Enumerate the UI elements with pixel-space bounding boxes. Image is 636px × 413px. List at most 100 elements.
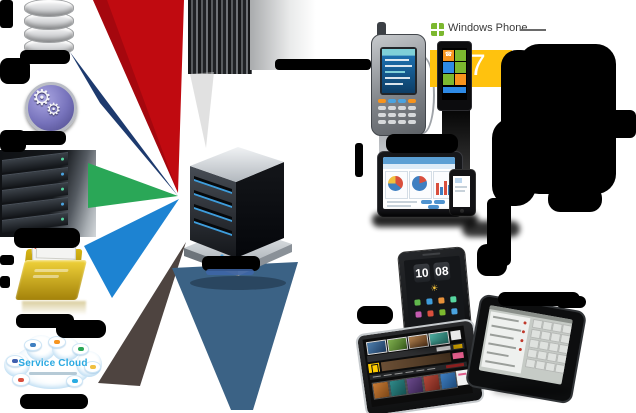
handheld-key [378, 106, 386, 110]
media-tablet-screen [362, 325, 473, 408]
screen-panel [450, 330, 462, 341]
gear-large-icon: ⚙ [32, 85, 52, 110]
contacts-screen [478, 305, 573, 385]
handheld-lcd [382, 49, 415, 93]
phone-text-line [455, 186, 467, 188]
dashboard-button [434, 200, 445, 204]
illegible-label-blob [386, 134, 458, 153]
illegible-label-blob [0, 276, 10, 288]
contact-photo [556, 353, 568, 365]
tablet-shadow [372, 213, 478, 227]
app-icon [426, 298, 433, 305]
handheld-key [408, 120, 416, 124]
contact-photo [561, 324, 573, 335]
wp7-banner-number: 7 [469, 49, 486, 82]
wp7-tile [455, 50, 466, 61]
handheld-function-key [388, 99, 396, 103]
handheld-key [388, 106, 396, 110]
wp7-tile [443, 87, 466, 93]
handheld-menu-line [385, 77, 410, 79]
windows-phone-logo-text: Windows Phone [448, 22, 528, 34]
handheld-menu-line [385, 71, 405, 73]
ray-blue [84, 199, 179, 298]
server-rack-photo [0, 150, 96, 237]
illegible-label-blob [206, 269, 254, 275]
pie-chart [412, 176, 427, 191]
wp7-screen: ☎ [442, 48, 467, 100]
service-cloud: Service Cloud [4, 333, 102, 397]
handheld-screen [380, 47, 417, 95]
partner-mini-cloud [6, 355, 24, 367]
background-photo-fade [250, 0, 316, 70]
handheld-key [378, 113, 386, 117]
pie-chart [388, 176, 403, 191]
contact-photo [559, 333, 572, 345]
illegible-label-blob [14, 228, 80, 248]
pink-tag [452, 351, 465, 360]
handheld-key [408, 113, 416, 117]
dashboard-pie-card [409, 171, 432, 199]
server-slot-led [194, 193, 232, 208]
gear-small-icon: ⚙ [46, 100, 62, 119]
partner-mini-cloud [24, 339, 42, 351]
windows-flag-icon [431, 23, 444, 36]
handheld-key [398, 120, 406, 124]
server-slot-led [194, 179, 232, 194]
clock-minutes: 08 [433, 261, 451, 281]
phone-screen-widget [455, 178, 462, 183]
service-cloud-label: Service Cloud [18, 358, 88, 369]
illegible-label-blob [355, 143, 363, 177]
app-icon [450, 296, 457, 303]
illegible-label-blob [275, 59, 371, 70]
dashboard-text-line [387, 205, 411, 207]
dashboard-header [383, 157, 455, 164]
wp7-tile [455, 62, 466, 73]
ray-navy [70, 52, 178, 196]
illegible-label-blob [8, 131, 66, 145]
server-shadow [190, 276, 286, 290]
server-slot-led [194, 207, 232, 222]
handheld-key [378, 120, 386, 124]
app-icon [439, 309, 446, 316]
handheld-antenna [377, 22, 386, 38]
server-top-face [190, 147, 284, 182]
companion-phone-screen [453, 176, 470, 207]
illegible-label-blob [202, 256, 260, 271]
illegible-label-blob [492, 118, 536, 206]
handheld-function-key [398, 99, 406, 103]
service-cloud-tagline [29, 372, 77, 375]
server-slot-led [194, 221, 232, 236]
partner-mini-cloud [12, 373, 30, 386]
handheld-key [408, 106, 416, 110]
illegible-label-blob [0, 255, 14, 265]
handheld-menu-line [385, 83, 403, 85]
illegible-label-blob [20, 394, 88, 409]
handheld-function-key [408, 99, 416, 103]
handheld-key [398, 113, 406, 117]
illegible-label-blob [20, 50, 70, 64]
ray-taupe [98, 242, 186, 386]
illegible-label-blob [0, 0, 13, 28]
database-layer [24, 0, 74, 17]
handheld-menu-line [385, 65, 412, 67]
dashboard-toolbar [383, 164, 455, 169]
photo-shadow-wedge [190, 72, 214, 148]
app-icon [451, 308, 458, 315]
handheld-key [388, 113, 396, 117]
dashboard-button [428, 205, 439, 209]
server-right-face [236, 162, 284, 258]
folders-icon [15, 242, 88, 315]
bar [436, 183, 439, 195]
app-icon [415, 311, 422, 318]
phone-text-line [455, 190, 465, 192]
illegible-label-blob [548, 186, 602, 212]
app-icon [427, 310, 434, 317]
natgeo-logo [367, 362, 381, 374]
bar [444, 181, 447, 195]
dashboard-screen [383, 157, 455, 209]
handheld-key [388, 120, 396, 124]
app-icon [438, 297, 445, 304]
logo-dash-rule [520, 29, 546, 31]
background-photo-band [188, 0, 252, 74]
